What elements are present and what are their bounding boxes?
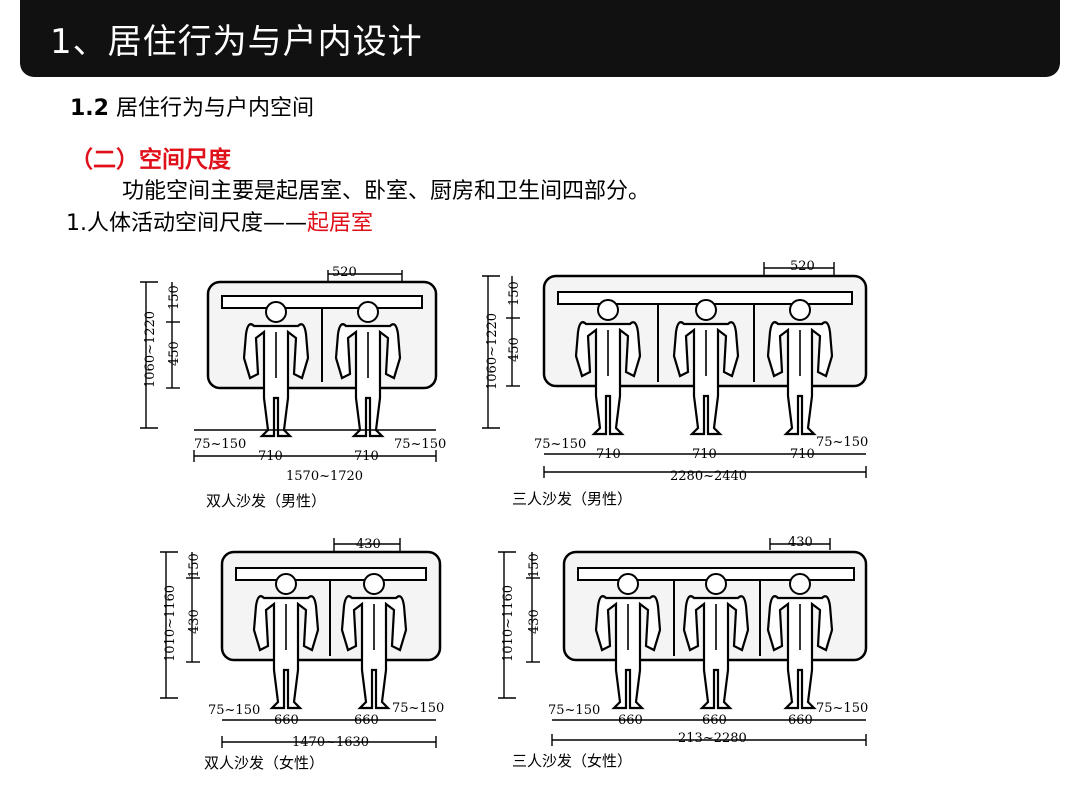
intro-text: 功能空间主要是起居室、卧室、厨房和卫生间四部分。	[122, 179, 651, 204]
dim-side-left: 75~150	[208, 703, 260, 718]
dim-depth: 1010~1160	[163, 585, 178, 662]
figure-caption: 双人沙发（女性）	[204, 754, 324, 772]
dim-unit-a: 710	[258, 449, 283, 464]
dim-top: 520	[790, 259, 815, 274]
dim-total: 213~2280	[678, 731, 747, 746]
dim-back: 150	[167, 285, 182, 310]
dim-total: 1570~1720	[286, 469, 363, 484]
dim-unit-b: 660	[702, 713, 727, 728]
section-heading: （二）空间尺度	[70, 147, 231, 173]
dim-unit-c: 660	[788, 713, 813, 728]
sofa-figure-double-female: 430 1010~1160 150 430 75~150 660 660 75~…	[160, 537, 444, 772]
dim-top: 430	[356, 537, 381, 552]
dim-total: 2280~2440	[670, 469, 747, 484]
dim-seat: 430	[527, 609, 542, 634]
sofa-figure-triple-female: 430 1010~1160 150 430 75~150 660 660 660…	[498, 535, 868, 770]
dim-unit-a: 660	[274, 713, 299, 728]
dim-side-right: 75~150	[816, 701, 868, 716]
subtitle: 1.2 居住行为与户内空间	[70, 90, 314, 122]
dim-depth: 1060~1220	[143, 311, 158, 388]
dim-seat: 430	[187, 609, 202, 634]
dim-side-right: 75~150	[816, 435, 868, 450]
dim-total: 1470~1630	[292, 735, 369, 750]
item-prefix: 1.人体活动空间尺度——	[66, 211, 307, 236]
dim-unit-a: 660	[618, 713, 643, 728]
dim-unit-b: 710	[354, 449, 379, 464]
dim-seat: 450	[507, 337, 522, 362]
dim-unit-b: 660	[354, 713, 379, 728]
dim-side-left: 75~150	[194, 437, 246, 452]
dim-side-right: 75~150	[394, 437, 446, 452]
figure-caption: 三人沙发（男性）	[512, 490, 632, 508]
dim-top: 430	[788, 535, 813, 550]
dim-back: 150	[527, 553, 542, 578]
dim-back: 150	[507, 281, 522, 306]
dim-depth: 1010~1160	[501, 585, 516, 662]
dim-unit-c: 710	[790, 447, 815, 462]
dim-unit-b: 710	[692, 447, 717, 462]
subtitle-number: 1.2	[70, 96, 109, 121]
item-heading: 1.人体活动空间尺度——起居室	[66, 205, 373, 237]
page-title: 1、居住行为与户内设计	[50, 22, 423, 62]
dim-side-right: 75~150	[392, 701, 444, 716]
dim-top: 520	[332, 265, 357, 280]
dim-depth: 1060~1220	[485, 313, 500, 390]
figure-caption: 三人沙发（女性）	[512, 752, 632, 770]
dim-unit-a: 710	[596, 447, 621, 462]
dim-side-left: 75~150	[534, 437, 586, 452]
figure-caption: 双人沙发（男性）	[206, 492, 326, 510]
title-bar: 1、居住行为与户内设计	[20, 0, 1060, 77]
item-highlight: 起居室	[307, 211, 374, 236]
dim-seat: 450	[167, 341, 182, 366]
dim-back: 150	[187, 553, 202, 578]
dim-side-left: 75~150	[548, 703, 600, 718]
sofa-figure-triple-male: 520 1060~1220 150 450 75~150 710 710 710…	[482, 259, 868, 508]
subtitle-text: 居住行为与户内空间	[115, 96, 314, 121]
sofa-figure-double-male: 520 1060~1220 150 450 75~150 710 710 75~…	[140, 265, 446, 510]
